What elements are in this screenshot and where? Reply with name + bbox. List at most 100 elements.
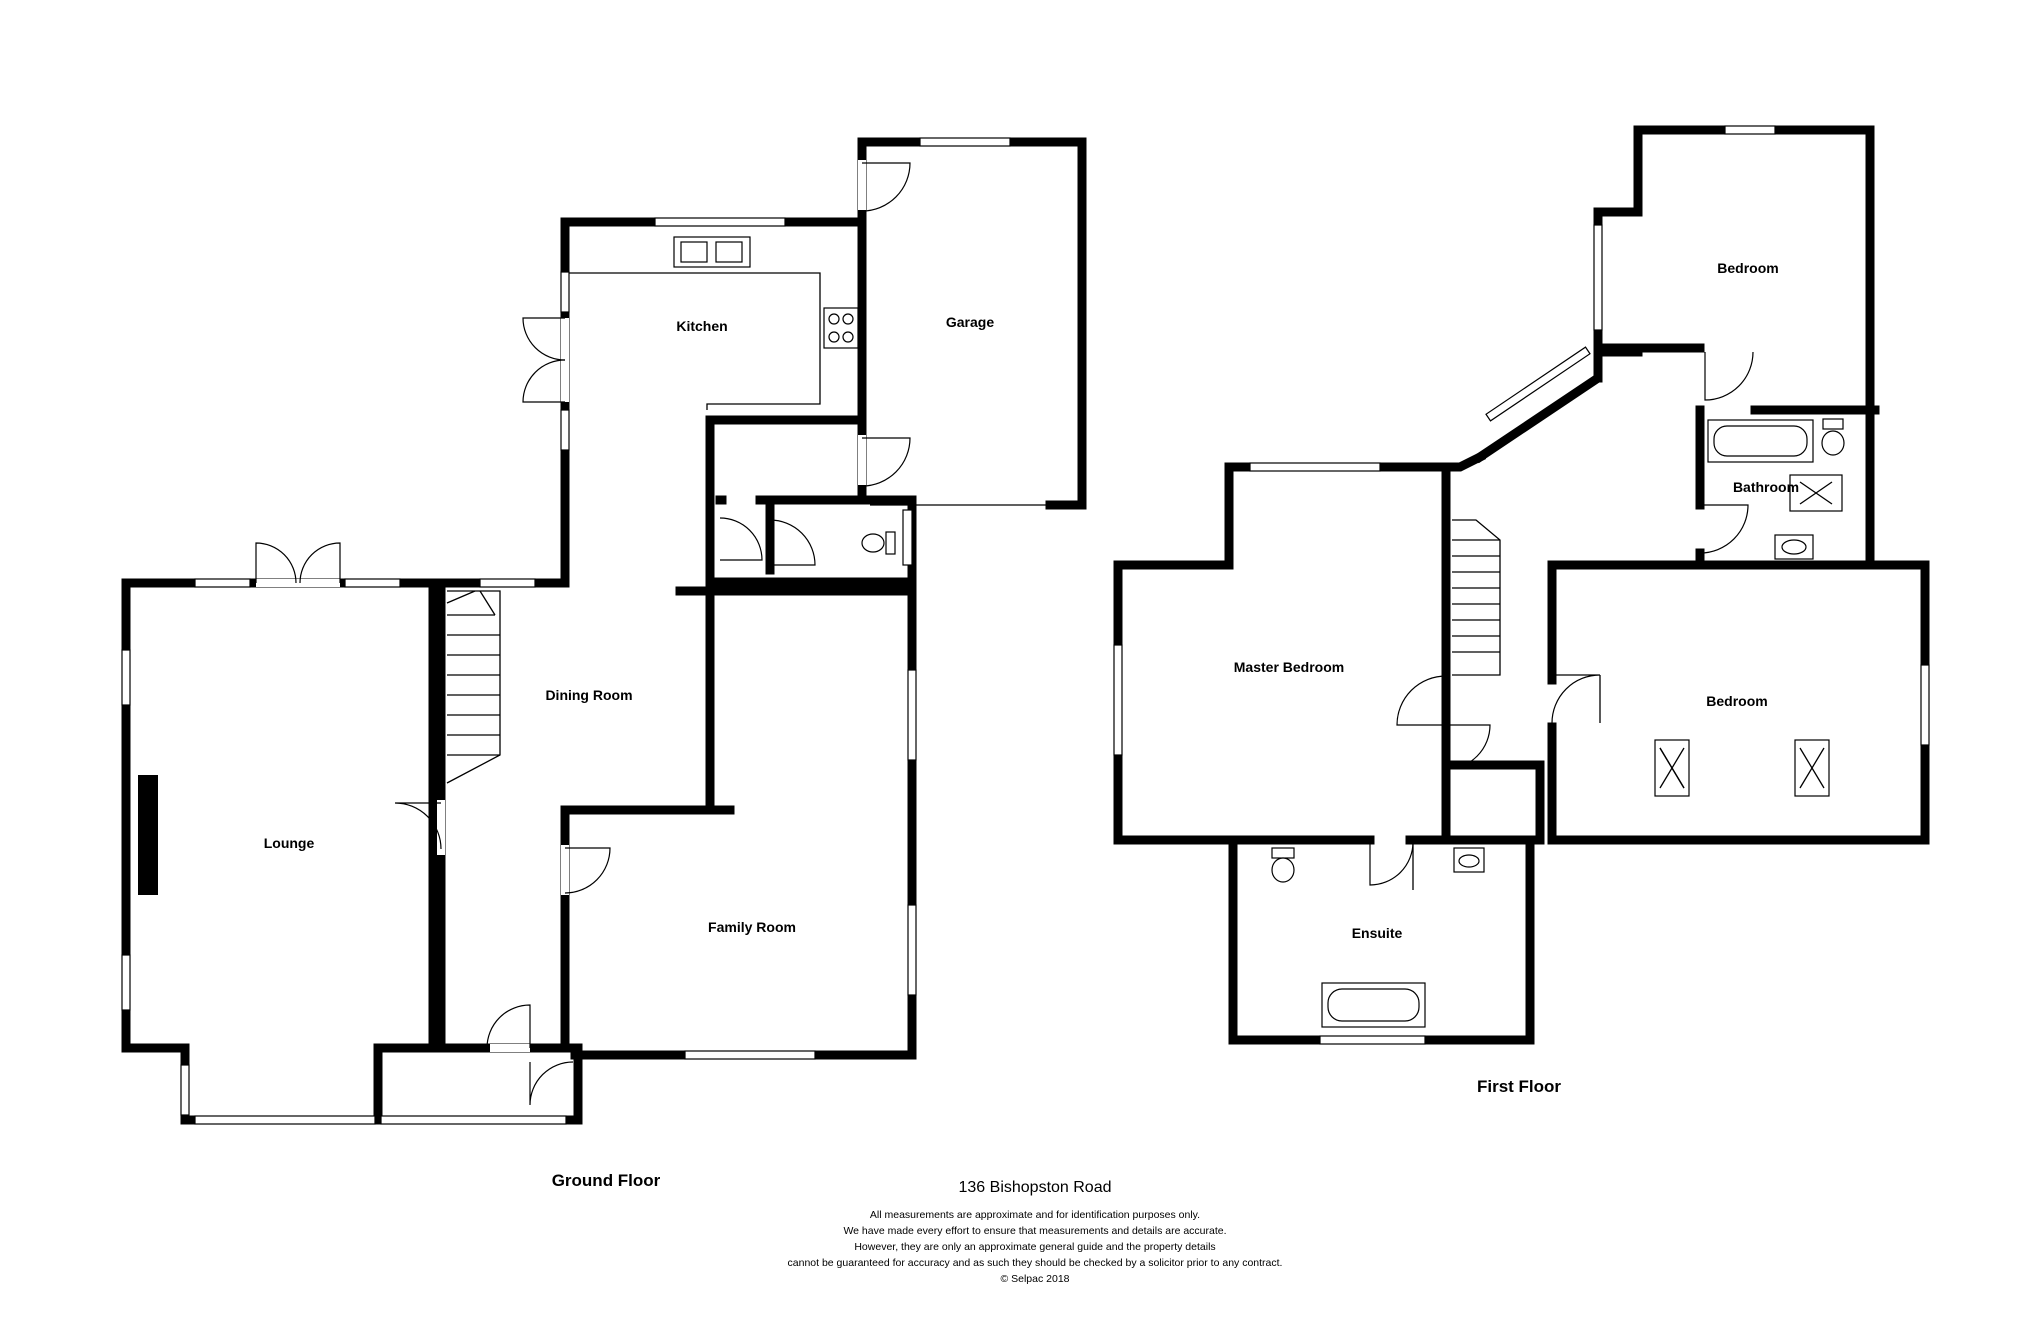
right-bedroom-walls: [1547, 560, 1930, 845]
landing-walls: [1441, 347, 1643, 845]
landing-window: [1485, 346, 1591, 422]
kitchen-walls: [560, 217, 867, 596]
cupboard-door: [1445, 724, 1491, 770]
ground-floor-label: Ground Floor: [552, 1171, 661, 1190]
lounge-window: [180, 1064, 190, 1116]
master-bedroom-window: [1113, 644, 1123, 756]
kitchen-sink-bowl: [680, 241, 708, 263]
family-room-window: [907, 904, 917, 996]
ensuite-toilet: [1271, 857, 1295, 883]
room-label-bathroom: Bathroom: [1733, 479, 1799, 495]
bedroom-door: [1551, 674, 1601, 724]
kitchen-window: [560, 271, 570, 313]
property-address: 136 Bishopston Road: [959, 1179, 1112, 1196]
lounge-french-door: [299, 542, 341, 584]
bathroom-basin-bowl: [1781, 539, 1807, 555]
bathroom-bath-inner: [1713, 425, 1808, 457]
room-label-master-bedroom: Master Bedroom: [1234, 659, 1344, 675]
hob-ring: [842, 313, 854, 325]
hob-ring: [828, 331, 840, 343]
kitchen-french-door: [522, 317, 566, 361]
rooflight-cross: [1799, 747, 1825, 789]
wc-cistern: [885, 531, 896, 555]
bedroom-top-door: [1704, 351, 1754, 401]
utility-door: [719, 517, 763, 561]
hall-dining-walls: [428, 217, 867, 1125]
room-label-ensuite: Ensuite: [1352, 925, 1403, 941]
garage-side-door: [861, 162, 911, 212]
master-bedroom-window: [1249, 462, 1381, 472]
room-label-lounge: Lounge: [264, 835, 315, 851]
bathroom-door: [1699, 504, 1749, 554]
copyright: © Selpac 2018: [1000, 1273, 1069, 1285]
bedroom-top-window: [1724, 125, 1776, 135]
wc-window: [902, 509, 913, 566]
disclaimer-line: cannot be guaranteed for accuracy and as…: [788, 1257, 1283, 1269]
kitchen-french-door: [522, 359, 566, 403]
front-door: [486, 1004, 531, 1049]
rooflight-cross: [1799, 481, 1833, 505]
ensuite-cistern: [1271, 847, 1295, 859]
ensuite-window: [1319, 1035, 1426, 1045]
lounge-window: [344, 578, 401, 588]
front-door-gap: [490, 1044, 530, 1052]
garage-inner-door-gap: [858, 435, 866, 485]
kitchen-window: [654, 217, 786, 227]
disclaimer-line: We have made every effort to ensure that…: [843, 1225, 1226, 1237]
fireplace: [138, 775, 158, 895]
ground-floor-plan: Kitchen Garage Dining Room Lounge Family…: [121, 137, 1087, 1190]
bedroom-top-window: [1593, 224, 1603, 331]
kitchen-worktop: [569, 272, 821, 410]
bathroom-cistern: [1822, 418, 1844, 430]
lounge-window: [194, 578, 251, 588]
master-bedroom-walls: [1113, 450, 1545, 845]
garage-window: [919, 137, 1011, 147]
garage-door-gap: [858, 160, 866, 210]
lounge-door-gap: [437, 800, 445, 855]
room-label-family-room: Family Room: [708, 919, 796, 935]
family-room-door: [564, 847, 611, 894]
disclaimer-line: However, they are only an approximate ge…: [854, 1241, 1215, 1253]
ensuite-door: [1369, 840, 1414, 886]
room-label-bedroom-right: Bedroom: [1706, 693, 1767, 709]
wc-door: [769, 519, 816, 566]
ensuite-basin-bowl: [1458, 854, 1480, 868]
hob-ring: [842, 331, 854, 343]
first-floor-plan: Bedroom Bathroom Master Bedroom Bedroom …: [1113, 125, 1930, 1096]
family-room-walls: [570, 585, 917, 1060]
french-door-gap: [256, 579, 340, 587]
disclaimer-line: All measurements are approximate and for…: [870, 1209, 1200, 1221]
first-floor-label: First Floor: [1477, 1077, 1561, 1096]
lounge-bay-window: [194, 1115, 376, 1125]
room-label-garage: Garage: [946, 314, 994, 330]
room-label-kitchen: Kitchen: [676, 318, 727, 334]
rooflight-cross: [1659, 747, 1685, 789]
hob: [823, 307, 859, 349]
lounge-door: [394, 802, 442, 850]
dining-window: [479, 578, 536, 588]
garage-inner-door: [861, 437, 911, 487]
kitchen-sink-bowl: [715, 241, 743, 263]
first-floor-stairs: [1452, 519, 1501, 676]
ground-stairs: [446, 590, 501, 784]
family-room-window: [684, 1050, 816, 1060]
kitchen-window: [560, 409, 570, 451]
master-bedroom-door: [1396, 675, 1447, 730]
bedroom-right-window: [1920, 664, 1930, 746]
lounge-walls: [121, 578, 583, 1125]
lounge-french-door: [255, 542, 297, 584]
room-label-bedroom-top: Bedroom: [1717, 260, 1778, 276]
porch-inner-door: [529, 1061, 574, 1106]
hob-ring: [828, 313, 840, 325]
porch-window: [380, 1115, 567, 1125]
lounge-window: [121, 954, 131, 1011]
porch: [488, 1044, 531, 1124]
wc-toilet: [861, 533, 885, 553]
bathroom-toilet: [1821, 430, 1845, 456]
family-room-door-gap: [561, 845, 569, 895]
lounge-window: [121, 649, 131, 706]
family-room-window: [907, 669, 917, 761]
room-label-dining-room: Dining Room: [545, 687, 632, 703]
ensuite-bath-inner: [1327, 988, 1420, 1022]
